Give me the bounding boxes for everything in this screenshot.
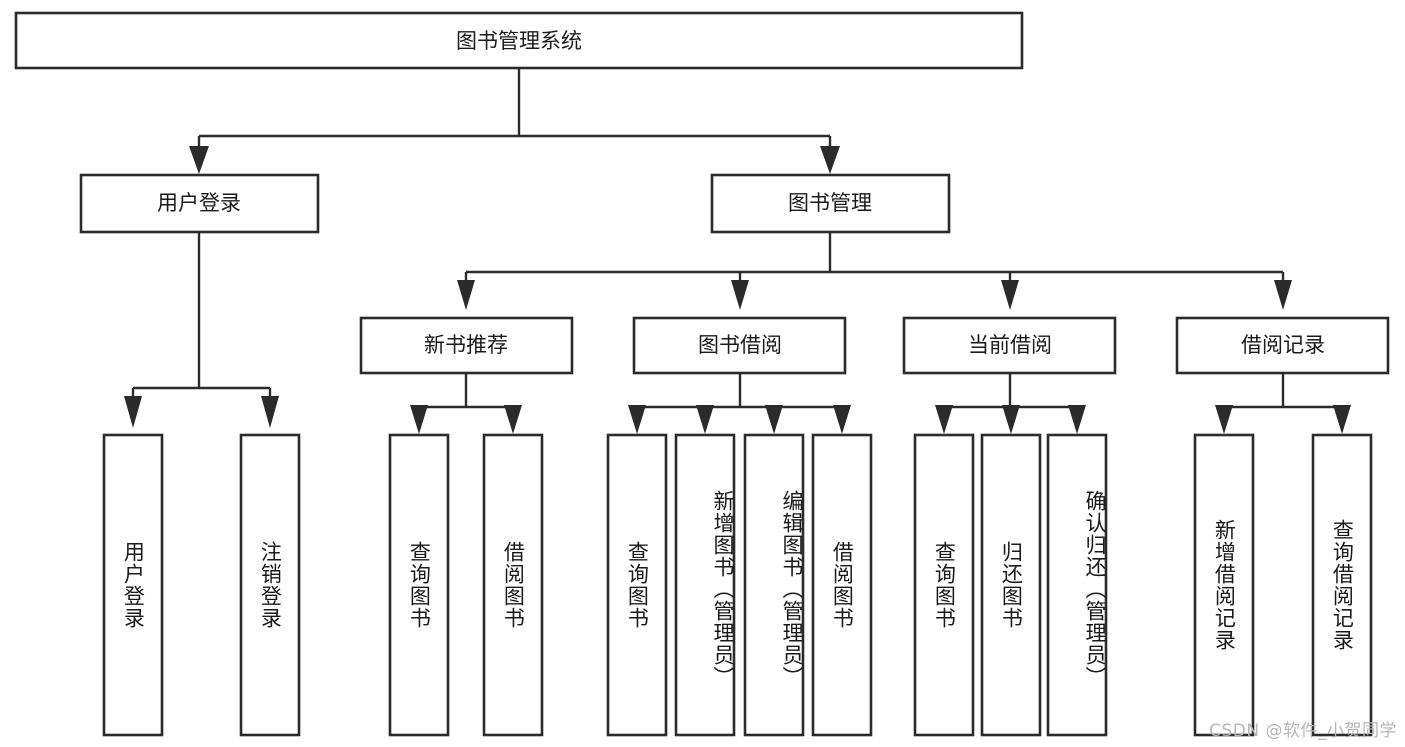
leaf-query-record-box[interactable] <box>1311 433 1373 737</box>
leaf-borrow-book-2-box[interactable] <box>811 433 873 737</box>
arrow-head-leaf-edit-book <box>765 405 783 434</box>
leaf-boxes-borrow-record[interactable] <box>1193 433 1373 737</box>
node-book-management[interactable]: 图书管理 <box>710 173 951 234</box>
arrow-head-book-borrow <box>731 280 749 310</box>
arrow-head-leaf-confirm-return <box>1068 405 1086 434</box>
arrow-head-leaf-borrow-book-2 <box>833 405 851 434</box>
node-book-borrow[interactable]: 图书借阅 <box>632 316 847 375</box>
node-current-borrow-box[interactable] <box>902 316 1117 375</box>
arrow-head-leaf-logout <box>261 396 279 428</box>
leaf-boxes-new-book-recommend[interactable] <box>388 433 544 737</box>
arrow-head-leaf-add-book <box>696 405 714 434</box>
arrow-head-new-book-recommend <box>457 280 475 310</box>
node-new-book-recommend[interactable]: 新书推荐 <box>359 316 574 375</box>
node-borrow-record-label: 借阅记录 <box>1241 333 1325 357</box>
arrow-head-user-login <box>189 146 209 174</box>
node-root-box[interactable] <box>14 11 1024 70</box>
leaf-return-book-box[interactable] <box>980 433 1042 737</box>
node-book-borrow-box[interactable] <box>632 316 847 375</box>
arrow-head-leaf-add-record <box>1215 405 1233 434</box>
arrow-head-leaf-query-record <box>1333 405 1351 434</box>
connector-group-current-borrow <box>935 373 1086 434</box>
node-user-login[interactable]: 用户登录 <box>79 173 320 234</box>
arrow-head-leaf-user-login <box>124 396 142 428</box>
connector-group-book-borrow <box>628 373 851 434</box>
arrow-head-current-borrow <box>1001 280 1019 310</box>
node-user-login-box[interactable] <box>79 173 320 234</box>
leaf-query-book-1-box[interactable] <box>388 433 450 737</box>
node-user-login-label: 用户登录 <box>157 191 241 215</box>
node-borrow-record[interactable]: 借阅记录 <box>1175 316 1390 375</box>
arrow-head-leaf-return-book <box>1002 405 1020 434</box>
arrow-head-leaf-query-book-1 <box>410 405 428 434</box>
connector-group-root <box>189 68 840 174</box>
leaf-add-book-box[interactable] <box>674 433 736 737</box>
leaf-borrow-book-1-box[interactable] <box>482 433 544 737</box>
leaf-query-book-3-box[interactable] <box>913 433 975 737</box>
leaf-confirm-return-box[interactable] <box>1046 433 1108 737</box>
arrow-head-book-management <box>820 146 840 174</box>
node-new-book-recommend-box[interactable] <box>359 316 574 375</box>
connector-group-book-management <box>457 232 1292 310</box>
leaf-boxes-book-borrow[interactable] <box>606 433 873 737</box>
connector-group-new-book-recommend <box>410 373 522 434</box>
leaf-query-book-2-box[interactable] <box>606 433 668 737</box>
leaf-user-login-box[interactable] <box>102 433 164 737</box>
connector-group-borrow-record <box>1215 373 1351 434</box>
leaf-edit-book-box[interactable] <box>743 433 805 737</box>
arrow-head-leaf-query-book-3 <box>935 405 953 434</box>
node-root-label: 图书管理系统 <box>456 29 582 53</box>
node-book-management-label: 图书管理 <box>788 191 872 215</box>
leaf-boxes-user-login[interactable] <box>102 433 301 737</box>
node-current-borrow[interactable]: 当前借阅 <box>902 316 1117 375</box>
node-new-book-recommend-label: 新书推荐 <box>424 333 508 357</box>
arrow-head-borrow-record <box>1274 280 1292 310</box>
leaf-add-record-box[interactable] <box>1193 433 1255 737</box>
node-current-borrow-label: 当前借阅 <box>968 333 1052 357</box>
leaf-logout-box[interactable] <box>239 433 301 737</box>
node-borrow-record-box[interactable] <box>1175 316 1390 375</box>
arrow-head-leaf-borrow-book-1 <box>504 405 522 434</box>
connector-group-user-login <box>124 232 279 428</box>
node-book-management-box[interactable] <box>710 173 951 234</box>
node-root[interactable]: 图书管理系统 <box>14 11 1024 70</box>
arrow-head-leaf-query-book-2 <box>628 405 646 434</box>
node-book-borrow-label: 图书借阅 <box>698 333 782 357</box>
csdn-watermark: CSDN @软件_小贺同学 <box>1209 721 1397 741</box>
leaf-boxes-current-borrow[interactable] <box>913 433 1108 737</box>
